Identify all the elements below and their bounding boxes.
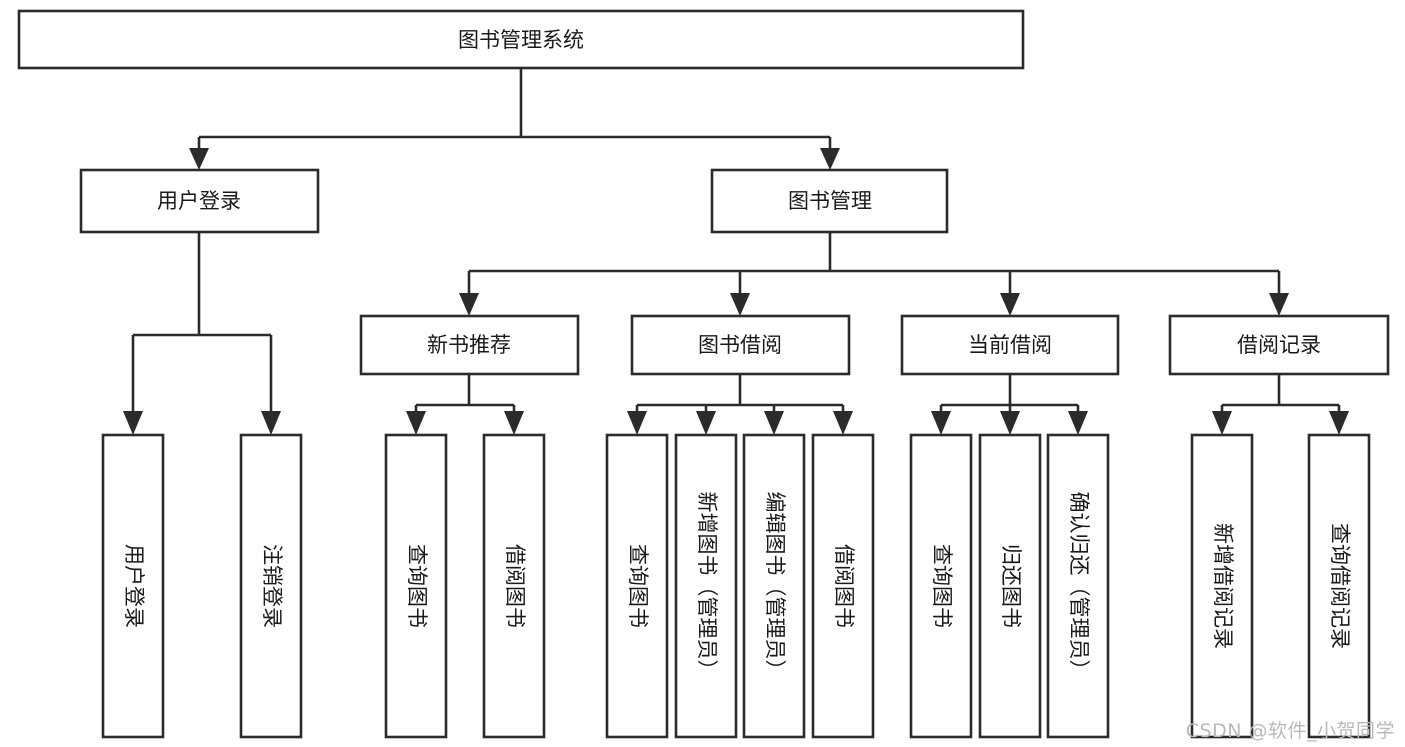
arrow-head-user-login [189,148,209,170]
leaf-new-book-recommend-2[interactable]: 借阅图书 [482,433,546,739]
arrow-head-leaf-bb-4 [833,411,853,435]
leaf-current-borrow-1[interactable]: 查询图书 [909,433,973,739]
arrow-head-leaf-user-login-2 [261,411,281,435]
arrow-head-leaf-bb-3 [764,411,784,435]
arrow-head-book-borrow [730,293,750,316]
arrow-head-leaf-bb-1 [627,411,647,435]
node-borrow-record-box[interactable] [1168,314,1390,376]
leaf-borrow-record-1[interactable]: 新增借阅记录 [1190,433,1254,739]
leaf-book-borrow-2-box[interactable] [674,433,738,739]
node-new-book-recommend-box[interactable] [359,314,580,376]
leaf-book-borrow-1[interactable]: 查询图书 [605,433,669,739]
arrow-head-current-borrow [1000,293,1020,316]
arrow-head-leaf-nbr-2 [504,411,524,435]
arrow-head-leaf-cb-2 [1000,411,1020,435]
arrow-head-leaf-user-login-1 [123,411,143,435]
leaf-current-borrow-3[interactable]: 确认归还（管理员） [1046,433,1110,739]
connector-group-book-manage [459,232,1289,316]
leaf-book-borrow-3-label: 编辑图书（管理员） [763,492,787,681]
arrow-head-leaf-br-1 [1212,411,1232,435]
node-current-borrow[interactable]: 当前借阅 [900,314,1120,376]
leaf-book-borrow-3-box[interactable] [742,433,806,739]
leaf-book-borrow-1-label: 查询图书 [626,544,650,628]
leaf-user-login-1-label: 用户登录 [122,544,146,628]
arrow-head-leaf-cb-1 [931,411,951,435]
arrow-head-leaf-bb-2 [696,411,716,435]
leaf-current-borrow-2-box[interactable] [978,433,1042,739]
leaf-book-borrow-4-box[interactable] [811,433,875,739]
leaf-user-login-2[interactable]: 注销登录 [239,433,303,739]
leaf-borrow-record-2[interactable]: 查询借阅记录 [1307,433,1371,739]
leaf-book-borrow-3[interactable]: 编辑图书（管理员） [742,433,806,739]
node-book-manage-label: 图书管理 [788,189,872,213]
arrow-head-new-book-recommend [459,293,479,316]
leaf-new-book-recommend-1-label: 查询图书 [405,544,429,628]
connector-group-root [189,68,840,170]
node-borrow-record-label: 借阅记录 [1237,333,1321,357]
leaf-new-book-recommend-1[interactable]: 查询图书 [384,433,448,739]
node-borrow-record[interactable]: 借阅记录 [1168,314,1390,376]
node-new-book-recommend-label: 新书推荐 [427,333,511,357]
leaf-new-book-recommend-2-box[interactable] [482,433,546,739]
connector-group-user-login [123,232,281,435]
node-user-login[interactable]: 用户登录 [79,168,320,234]
leaf-current-borrow-3-box[interactable] [1046,433,1110,739]
arrow-head-borrow-record [1269,293,1289,316]
connector-group-book-borrow [627,374,853,435]
leaf-borrow-record-1-label: 新增借阅记录 [1211,523,1235,649]
leaf-book-borrow-2-label: 新增图书（管理员） [695,492,719,681]
leaf-current-borrow-2[interactable]: 归还图书 [978,433,1042,739]
arrow-head-leaf-cb-3 [1068,411,1088,435]
leaf-current-borrow-1-label: 查询图书 [930,544,954,628]
leaf-user-login-1[interactable]: 用户登录 [101,433,165,739]
leaf-user-login-2-box[interactable] [239,433,303,739]
node-root-system-label: 图书管理系统 [458,28,584,52]
node-book-borrow-box[interactable] [630,314,851,376]
leaf-borrow-record-2-box[interactable] [1307,433,1371,739]
leaf-current-borrow-1-box[interactable] [909,433,973,739]
arrow-head-book-manage [820,148,840,170]
arrow-head-leaf-nbr-1 [406,411,426,435]
node-book-borrow-label: 图书借阅 [698,333,782,357]
node-book-borrow[interactable]: 图书借阅 [630,314,851,376]
node-new-book-recommend[interactable]: 新书推荐 [359,314,580,376]
node-user-login-label: 用户登录 [157,189,241,213]
connector-group-borrow-record [1212,374,1349,435]
node-book-manage[interactable]: 图书管理 [710,168,949,234]
node-current-borrow-box[interactable] [900,314,1120,376]
leaf-user-login-1-box[interactable] [101,433,165,739]
node-current-borrow-label: 当前借阅 [968,333,1052,357]
node-root-system[interactable]: 图书管理系统 [17,9,1025,70]
connector-group-current-borrow [931,374,1088,435]
csdn-watermark: CSDN @软件_小贺同学 [1185,720,1395,742]
node-root-system-box[interactable] [17,9,1025,70]
arrow-head-leaf-br-2 [1329,411,1349,435]
leaf-current-borrow-2-label: 归还图书 [999,544,1023,628]
leaf-new-book-recommend-2-label: 借阅图书 [503,544,527,628]
node-user-login-box[interactable] [79,168,320,234]
leaf-user-login-2-label: 注销登录 [260,544,284,628]
leaf-borrow-record-2-label: 查询借阅记录 [1328,523,1352,649]
leaf-book-borrow-2[interactable]: 新增图书（管理员） [674,433,738,739]
leaf-book-borrow-4-label: 借阅图书 [832,544,856,628]
leaf-book-borrow-1-box[interactable] [605,433,669,739]
node-book-manage-box[interactable] [710,168,949,234]
leaf-borrow-record-1-box[interactable] [1190,433,1254,739]
leaf-current-borrow-3-label: 确认归还（管理员） [1067,492,1091,681]
leaf-new-book-recommend-1-box[interactable] [384,433,448,739]
connector-group-new-book-recommend [406,374,524,435]
leaf-book-borrow-4[interactable]: 借阅图书 [811,433,875,739]
